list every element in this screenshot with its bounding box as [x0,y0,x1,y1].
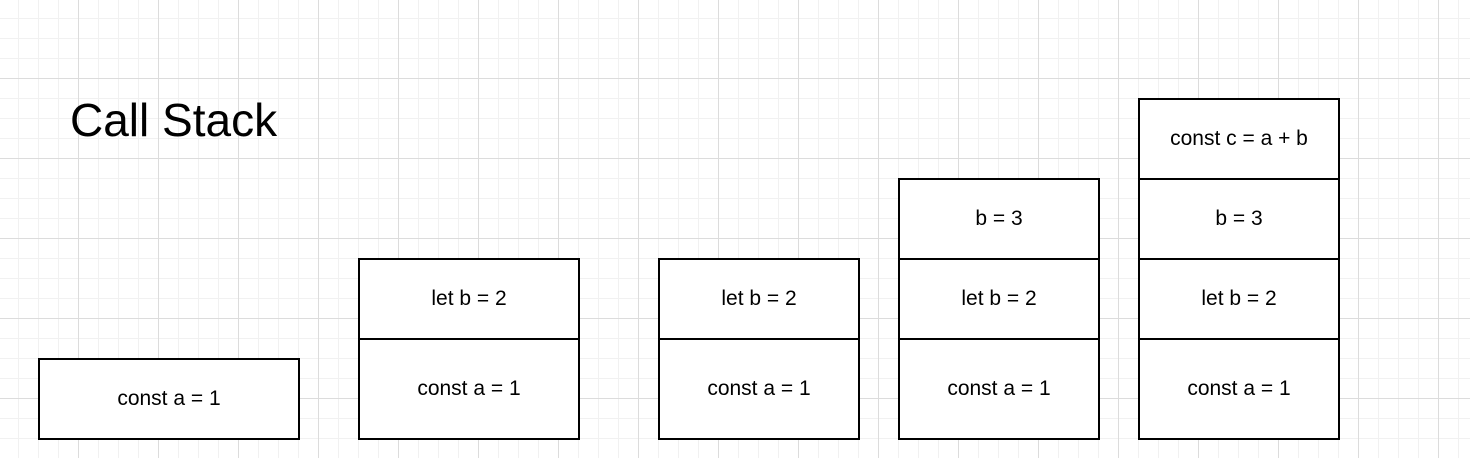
stack-4-frame-3: const a = 1 [898,338,1100,440]
frame-label: b = 3 [975,207,1023,230]
frame-label: const a = 1 [1187,377,1291,400]
frame-label: const a = 1 [947,377,1051,400]
frame-label: const a = 1 [707,377,811,400]
stack-4-frame-1: b = 3 [898,178,1100,260]
frame-label: const c = a + b [1170,127,1308,150]
frame-label: const a = 1 [417,377,521,400]
frame-label: const a = 1 [117,387,221,410]
frame-label: let b = 2 [431,287,507,310]
frame-label: let b = 2 [961,287,1037,310]
stack-5-frame-3: let b = 2 [1138,258,1340,340]
diagram-title: Call Stack [70,94,278,146]
stack-5-frame-2: b = 3 [1138,178,1340,260]
frame-label: let b = 2 [721,287,797,310]
stack-2-frame-2: const a = 1 [358,338,580,440]
frame-label: b = 3 [1215,207,1263,230]
stack-3-frame-2: const a = 1 [658,338,860,440]
stack-2-frame-1: let b = 2 [358,258,580,340]
frame-label: let b = 2 [1201,287,1277,310]
stack-3-frame-1: let b = 2 [658,258,860,340]
stack-4-frame-2: let b = 2 [898,258,1100,340]
stack-1-frame-1: const a = 1 [38,358,300,440]
stack-5-frame-1: const c = a + b [1138,98,1340,180]
stack-5-frame-4: const a = 1 [1138,338,1340,440]
